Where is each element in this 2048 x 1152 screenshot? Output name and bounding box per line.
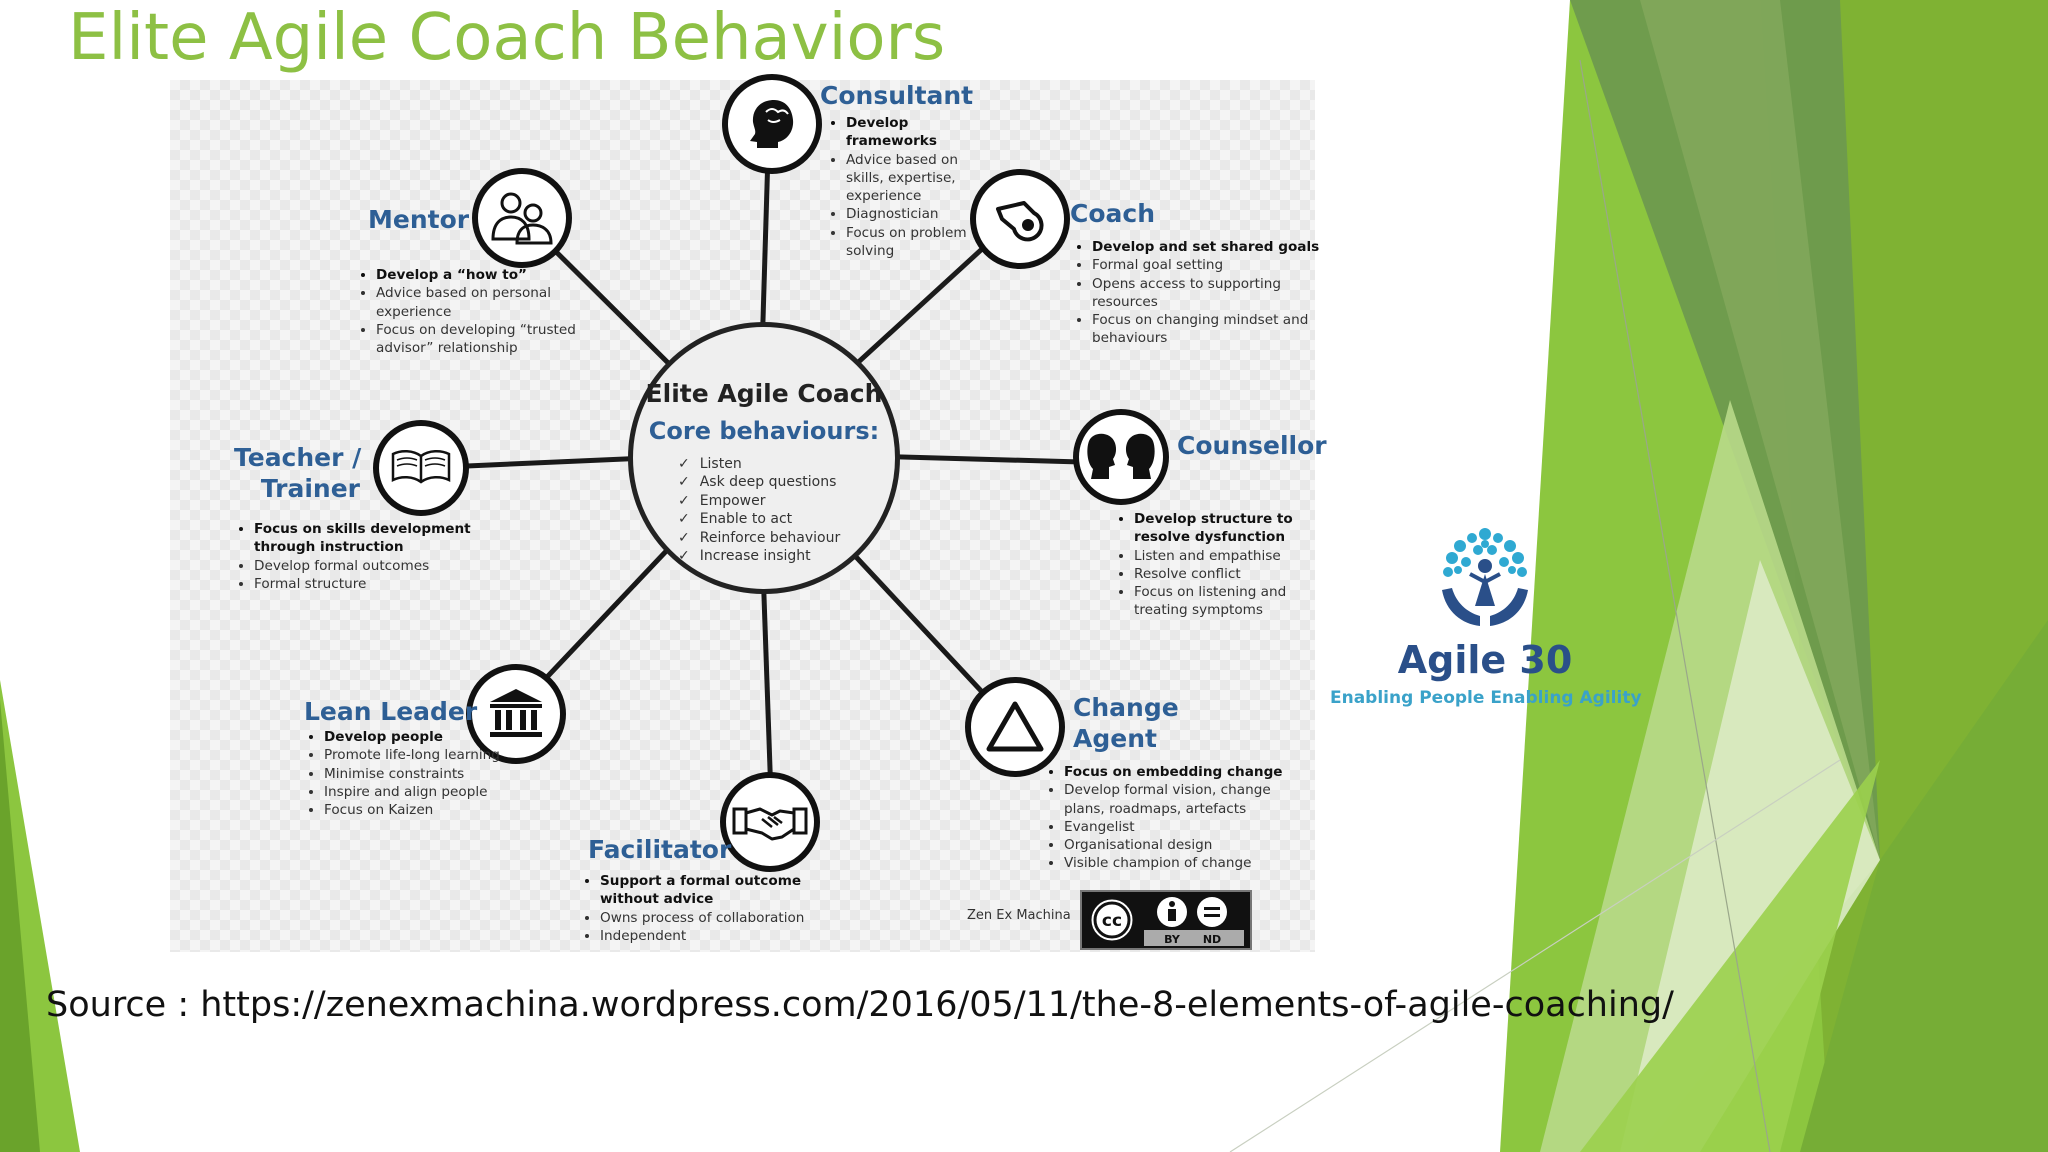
- agile-coach-diagram: Elite Agile Coach Core behaviours: Liste…: [170, 74, 1327, 952]
- role-teacher-name-line1: Teacher /: [234, 443, 362, 472]
- change-agent-item: Develop formal vision, change plans, roa…: [1064, 781, 1304, 818]
- institution-icon: [490, 689, 542, 737]
- lean-leader-item: Minimise constraints: [324, 765, 504, 783]
- mentor-item: Focus on developing “trusted advisor” re…: [376, 321, 576, 358]
- tree-hands-icon: [1442, 528, 1528, 626]
- lean-leader-item: Develop people: [324, 728, 504, 746]
- mentor-node: [472, 168, 572, 268]
- coach-item: Formal goal setting: [1092, 256, 1332, 274]
- center-subtitle: Core behaviours:: [648, 417, 880, 445]
- cc-by-nd-icon: cc BY ND: [1082, 892, 1250, 948]
- role-change-agent-list: Focus on embedding change Develop formal…: [1040, 763, 1304, 873]
- logo-name: Agile 30: [1397, 638, 1573, 682]
- role-coach-name: Coach: [1070, 199, 1156, 228]
- facilitator-node: [720, 772, 820, 872]
- role-mentor-list: Develop a “how to” Advice based on perso…: [352, 266, 576, 357]
- creative-commons-badge: cc BY ND: [1080, 890, 1252, 950]
- role-consultant-list: Develop frameworks Advice based on skill…: [822, 114, 996, 260]
- role-consultant-name: Consultant: [820, 81, 974, 110]
- core-behaviour: Listen: [678, 455, 840, 473]
- consultant-item: Advice based on skills, expertise, exper…: [846, 151, 996, 206]
- people-icon: [491, 192, 553, 245]
- consultant-item: Develop frameworks: [846, 114, 996, 151]
- center-title: Elite Agile Coach: [645, 379, 883, 408]
- cc-by-label: BY: [1164, 933, 1181, 946]
- slide-title: Elite Agile Coach Behaviors: [68, 1, 946, 75]
- teacher-item: Develop formal outcomes: [254, 557, 474, 575]
- mentor-item: Advice based on personal experience: [376, 284, 576, 321]
- role-teacher-list: Focus on skills development through inst…: [230, 520, 474, 593]
- core-behaviour: Empower: [678, 492, 840, 510]
- role-lean-leader-name: Lean Leader: [304, 697, 478, 726]
- change-agent-item: Evangelist: [1064, 818, 1304, 836]
- counsellor-item: Resolve conflict: [1134, 565, 1324, 583]
- core-behaviour: Reinforce behaviour: [678, 529, 841, 547]
- coach-item: Develop and set shared goals: [1092, 238, 1332, 256]
- role-facilitator-list: Support a formal outcome without advice …: [576, 872, 830, 945]
- coach-item: Focus on changing mindset and behaviours: [1092, 311, 1332, 348]
- teacher-item: Formal structure: [254, 575, 474, 593]
- counsellor-item: Focus on listening and treating symptoms: [1134, 583, 1324, 620]
- role-counsellor-name: Counsellor: [1177, 431, 1327, 460]
- facilitator-item: Independent: [600, 927, 830, 945]
- teacher-item: Focus on skills development through inst…: [254, 520, 474, 557]
- role-teacher-name-line2: Trainer: [260, 474, 360, 503]
- role-change-agent-name-line1: Change: [1073, 693, 1179, 722]
- whistle-icon: [996, 201, 1044, 242]
- core-behaviour: Enable to act: [678, 510, 840, 528]
- core-behaviour: Ask deep questions: [678, 473, 840, 491]
- lean-leader-item: Focus on Kaizen: [324, 801, 504, 819]
- consultant-item: Diagnostician: [846, 205, 996, 223]
- book-icon: [391, 450, 451, 484]
- counsellor-item: Develop structure to resolve dysfunction: [1134, 510, 1324, 547]
- logo-tagline: Enabling People Enabling Agility: [1330, 688, 1642, 708]
- consultant-item: Focus on problem solving: [846, 224, 996, 261]
- facilitator-item: Owns process of collaboration: [600, 909, 830, 927]
- mentor-item: Develop a “how to”: [376, 266, 576, 284]
- triangle-icon: [986, 701, 1044, 752]
- role-change-agent-name-line2: Agent: [1073, 724, 1157, 753]
- agile30-logo: Agile 30 Enabling People Enabling Agilit…: [1330, 520, 1642, 720]
- role-lean-leader-list: Develop people Promote life-long learnin…: [300, 728, 504, 819]
- core-behaviours-circle: Elite Agile Coach Core behaviours: Liste…: [628, 322, 900, 594]
- cc-label: cc: [1102, 911, 1122, 931]
- role-facilitator-name: Facilitator: [588, 835, 732, 864]
- head-icon: [750, 100, 794, 148]
- lean-leader-item: Inspire and align people: [324, 783, 504, 801]
- role-mentor-name: Mentor: [368, 205, 470, 234]
- two-heads-icon: [1087, 433, 1155, 479]
- change-agent-item: Organisational design: [1064, 836, 1304, 854]
- role-counsellor-list: Develop structure to resolve dysfunction…: [1110, 510, 1324, 620]
- source-citation: Source : https://zenexmachina.wordpress.…: [46, 985, 1674, 1025]
- facilitator-item: Support a formal outcome without advice: [600, 872, 830, 909]
- change-agent-node: [965, 677, 1065, 777]
- handshake-icon: [732, 807, 808, 841]
- coach-item: Opens access to supporting resources: [1092, 275, 1332, 312]
- counsellor-item: Listen and empathise: [1134, 547, 1324, 565]
- role-coach-list: Develop and set shared goals Formal goal…: [1068, 238, 1332, 348]
- lean-leader-node: [466, 664, 566, 764]
- teacher-node: [373, 420, 469, 516]
- counsellor-node: [1073, 409, 1169, 505]
- consultant-node: [722, 74, 822, 174]
- change-agent-item: Focus on embedding change: [1064, 763, 1304, 781]
- diagram-credit: Zen Ex Machina: [967, 908, 1071, 923]
- core-behaviours-list: Listen Ask deep questions Empower Enable…: [678, 455, 841, 565]
- cc-nd-label: ND: [1203, 933, 1221, 946]
- change-agent-item: Visible champion of change: [1064, 854, 1304, 872]
- lean-leader-item: Promote life-long learning: [324, 746, 504, 764]
- core-behaviour: Increase insight: [678, 547, 840, 565]
- coach-node: [970, 169, 1070, 269]
